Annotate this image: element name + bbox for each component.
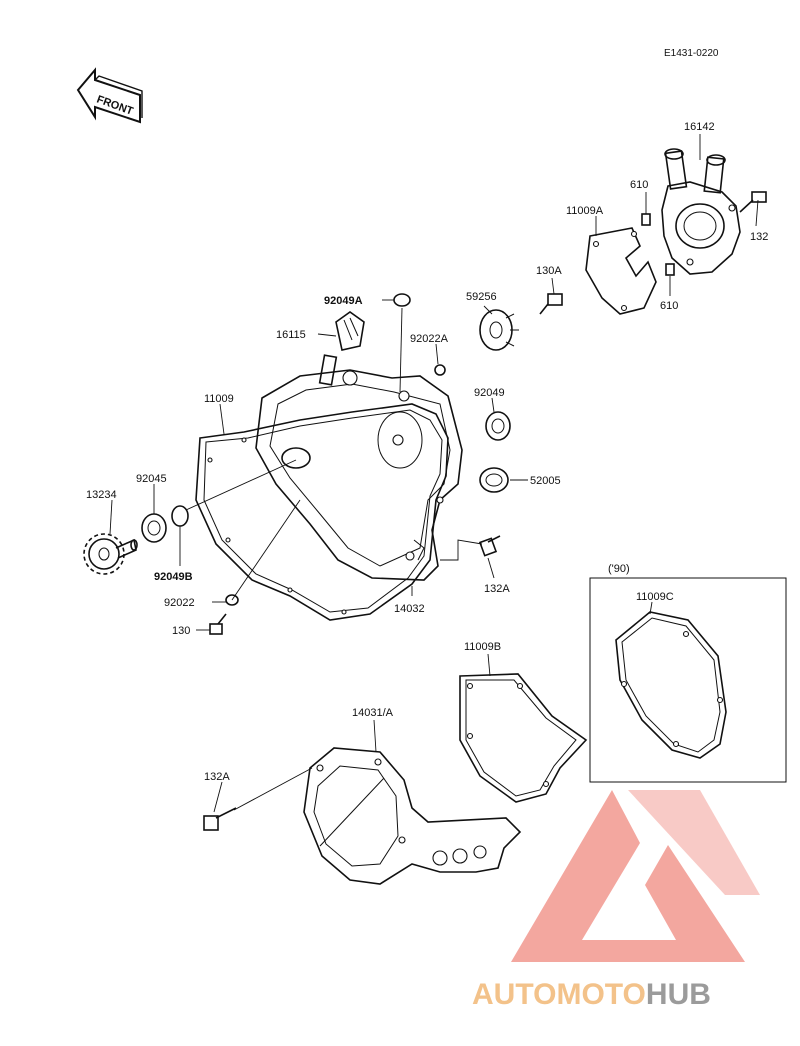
leader-lines	[109, 134, 759, 813]
label-610-lower: 610	[660, 300, 678, 312]
label-132a-upper: 132A	[484, 583, 510, 595]
bolt-132	[739, 191, 767, 213]
variant-box	[589, 577, 787, 783]
bearing-92045	[141, 513, 167, 543]
bolt-132a-upper	[478, 535, 501, 557]
generator-cover	[303, 747, 522, 885]
gasket-11009b	[459, 673, 588, 803]
clutch-cover	[255, 354, 463, 581]
label-92022: 92022	[164, 597, 195, 609]
label-92049b: 92049B	[154, 571, 193, 583]
ring-92022	[225, 594, 239, 606]
label-130a: 130A	[536, 265, 562, 277]
gear-sprocket	[83, 533, 138, 575]
label-13234: 13234	[86, 489, 117, 501]
label-92049: 92049	[474, 387, 505, 399]
label-14031a: 14031/A	[352, 707, 394, 719]
label-11009c: 11009C	[636, 591, 674, 603]
washer-92049a	[393, 293, 411, 307]
bolt-130a	[539, 293, 563, 315]
label-59256: 59256	[466, 291, 497, 303]
watermark-logo-icon	[511, 790, 760, 962]
label-52005: 52005	[530, 475, 561, 487]
oil-seal-92049	[485, 411, 511, 441]
variant-label: ('90)	[608, 563, 630, 575]
bearing-52005	[479, 467, 509, 493]
dowel-pin-lower	[665, 263, 675, 276]
pump-gasket	[585, 227, 657, 315]
diagram-code: E1431-0220	[664, 48, 719, 59]
label-130: 130	[172, 625, 190, 637]
oil-filler-cap	[335, 311, 365, 351]
part-labels: 16142 610 11009A 132 610 130A 59256 9204…	[86, 121, 768, 783]
gasket-11009c	[615, 611, 727, 759]
label-11009b: 11009B	[464, 641, 501, 653]
front-arrow-icon: FRONT	[76, 67, 143, 124]
ring-92022a	[434, 364, 446, 376]
dowel-pin-upper	[641, 213, 651, 226]
label-92045: 92045	[136, 473, 167, 485]
oil-seal-92049b	[171, 505, 189, 527]
bolt-132a-lower	[203, 807, 237, 831]
watermark-text: AUTOMOTOHUB	[472, 978, 711, 1011]
label-16142: 16142	[684, 121, 715, 133]
label-16115: 16115	[276, 329, 306, 341]
label-92049a: 92049A	[324, 295, 363, 307]
label-11009a: 11009A	[566, 205, 604, 217]
label-610-upper: 610	[630, 179, 648, 191]
label-14032: 14032	[394, 603, 425, 615]
drain-bolt-130	[209, 613, 227, 635]
clutch-cover-gasket	[195, 403, 449, 621]
water-pump-impeller	[479, 309, 519, 351]
label-132: 132	[750, 231, 768, 243]
label-11009: 11009	[204, 393, 234, 405]
label-92022a: 92022A	[410, 333, 449, 345]
label-132a-lower: 132A	[204, 771, 230, 783]
water-pump-cover	[661, 148, 741, 275]
